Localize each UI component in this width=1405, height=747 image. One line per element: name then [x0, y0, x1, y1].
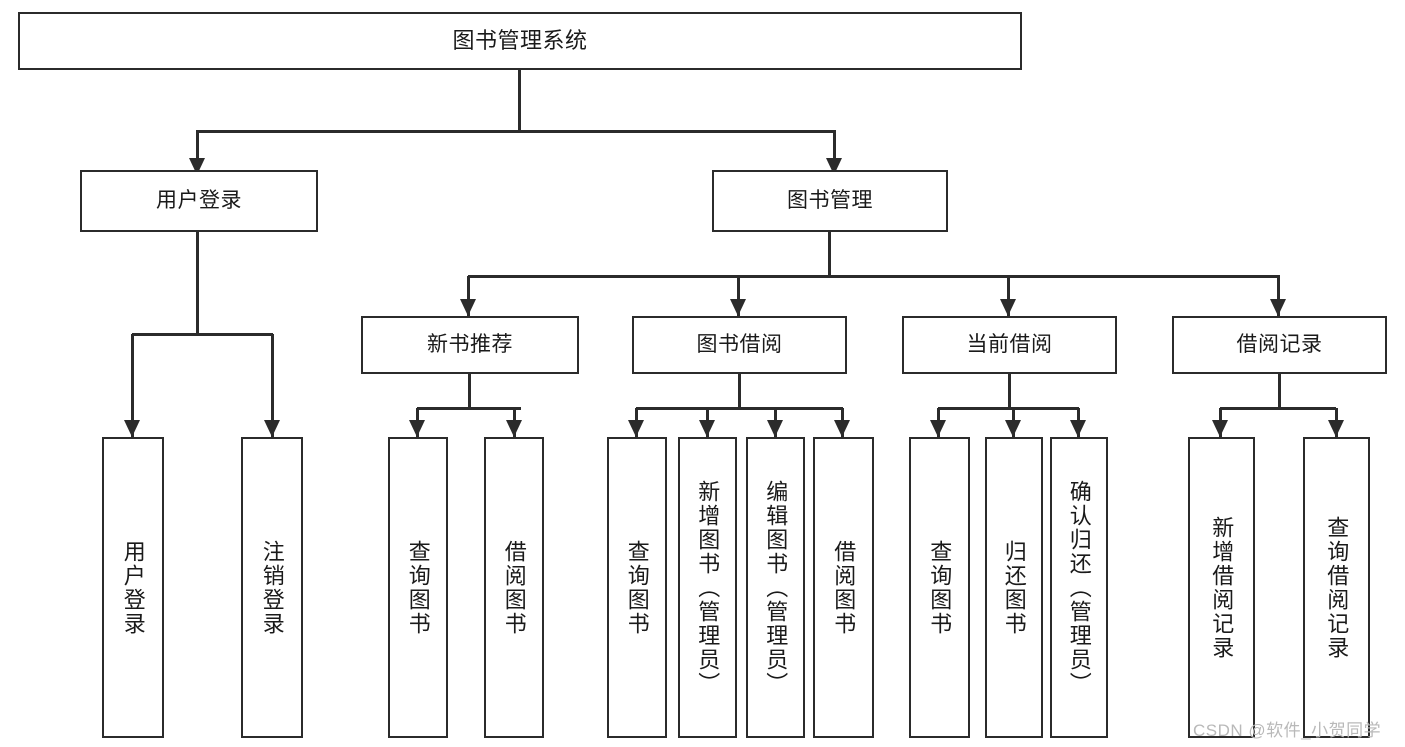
node-leaf-12[interactable]: 查询借阅记录 — [1303, 437, 1370, 738]
management-branch-drop — [1277, 276, 1280, 316]
node-leaf-0-label: 用户登录 — [120, 539, 146, 636]
node-leaf-6[interactable]: 编辑图书（管理员） — [746, 437, 805, 738]
node-leaf-5-label: 新增图书（管理员） — [695, 479, 721, 696]
management-branch-drop — [467, 276, 470, 316]
node-leaf-6-label: 编辑图书（管理员） — [763, 479, 789, 696]
group-bus — [417, 407, 521, 410]
login-branch-drop — [271, 334, 274, 437]
arrowhead-icon — [1070, 420, 1086, 437]
arrowhead-icon — [1000, 299, 1016, 316]
node-level2-3[interactable]: 借阅记录 — [1172, 316, 1387, 374]
node-leaf-10[interactable]: 确认归还（管理员） — [1050, 437, 1108, 738]
node-leaf-2-label: 查询图书 — [405, 539, 431, 636]
node-level2-2[interactable]: 当前借阅 — [902, 316, 1117, 374]
group-stem — [1008, 374, 1011, 408]
management-stem — [828, 232, 831, 278]
root-branch-drop — [833, 131, 836, 175]
node-leaf-1-label: 注销登录 — [259, 539, 285, 636]
management-branch-drop — [1007, 276, 1010, 316]
login-bus — [132, 333, 273, 336]
node-level1-1-label: 图书管理 — [787, 188, 873, 212]
node-level2-2-label: 当前借阅 — [966, 332, 1053, 356]
node-leaf-9[interactable]: 归还图书 — [985, 437, 1043, 738]
management-branch-drop — [737, 276, 740, 316]
login-stem — [196, 232, 199, 336]
node-level2-0[interactable]: 新书推荐 — [361, 316, 579, 374]
arrowhead-icon — [264, 420, 280, 437]
group-stem — [1278, 374, 1281, 408]
node-level2-1-label: 图书借阅 — [696, 332, 783, 356]
arrowhead-icon — [930, 420, 946, 437]
node-leaf-4[interactable]: 查询图书 — [607, 437, 667, 738]
node-leaf-10-label: 确认归还（管理员） — [1066, 479, 1092, 696]
arrowhead-icon — [699, 420, 715, 437]
management-bus — [468, 275, 1280, 278]
arrowhead-icon — [834, 420, 850, 437]
node-root[interactable]: 图书管理系统 — [18, 12, 1022, 70]
arrowhead-icon — [124, 420, 140, 437]
watermark-text: CSDN @软件_小贺同学 — [1193, 721, 1382, 740]
node-leaf-2[interactable]: 查询图书 — [388, 437, 448, 738]
node-leaf-3[interactable]: 借阅图书 — [484, 437, 544, 738]
node-leaf-12-label: 查询借阅记录 — [1324, 515, 1350, 660]
group-bus — [938, 407, 1079, 410]
group-stem — [468, 374, 471, 408]
login-branch-drop — [131, 334, 134, 437]
node-level1-1[interactable]: 图书管理 — [712, 170, 948, 232]
arrowhead-icon — [1328, 420, 1344, 437]
node-level1-0[interactable]: 用户登录 — [80, 170, 318, 232]
node-level2-1[interactable]: 图书借阅 — [632, 316, 847, 374]
root-branch-drop — [196, 131, 199, 175]
arrowhead-icon — [409, 420, 425, 437]
node-leaf-11[interactable]: 新增借阅记录 — [1188, 437, 1255, 738]
node-root-label: 图书管理系统 — [452, 28, 588, 54]
arrowhead-icon — [767, 420, 783, 437]
root-bus — [196, 130, 836, 133]
node-level1-0-label: 用户登录 — [156, 188, 242, 212]
arrowhead-icon — [460, 299, 476, 316]
arrowhead-icon — [1270, 299, 1286, 316]
node-leaf-1[interactable]: 注销登录 — [241, 437, 303, 738]
arrowhead-icon — [1005, 420, 1021, 437]
node-leaf-5[interactable]: 新增图书（管理员） — [678, 437, 737, 738]
node-leaf-8-label: 查询图书 — [927, 539, 953, 636]
node-leaf-8[interactable]: 查询图书 — [909, 437, 970, 738]
node-leaf-3-label: 借阅图书 — [501, 539, 527, 636]
node-level2-3-label: 借阅记录 — [1236, 332, 1323, 356]
node-leaf-7-label: 借阅图书 — [831, 539, 857, 636]
group-bus — [636, 407, 843, 410]
node-leaf-7[interactable]: 借阅图书 — [813, 437, 874, 738]
group-bus — [1220, 407, 1336, 410]
node-leaf-0[interactable]: 用户登录 — [102, 437, 164, 738]
arrowhead-icon — [730, 299, 746, 316]
root-stem — [518, 70, 521, 132]
node-leaf-11-label: 新增借阅记录 — [1209, 515, 1235, 660]
node-leaf-9-label: 归还图书 — [1001, 539, 1027, 636]
arrowhead-icon — [506, 420, 522, 437]
group-stem — [738, 374, 741, 408]
arrowhead-icon — [1212, 420, 1228, 437]
node-level2-0-label: 新书推荐 — [427, 332, 513, 356]
arrowhead-icon — [628, 420, 644, 437]
node-leaf-4-label: 查询图书 — [624, 539, 650, 636]
